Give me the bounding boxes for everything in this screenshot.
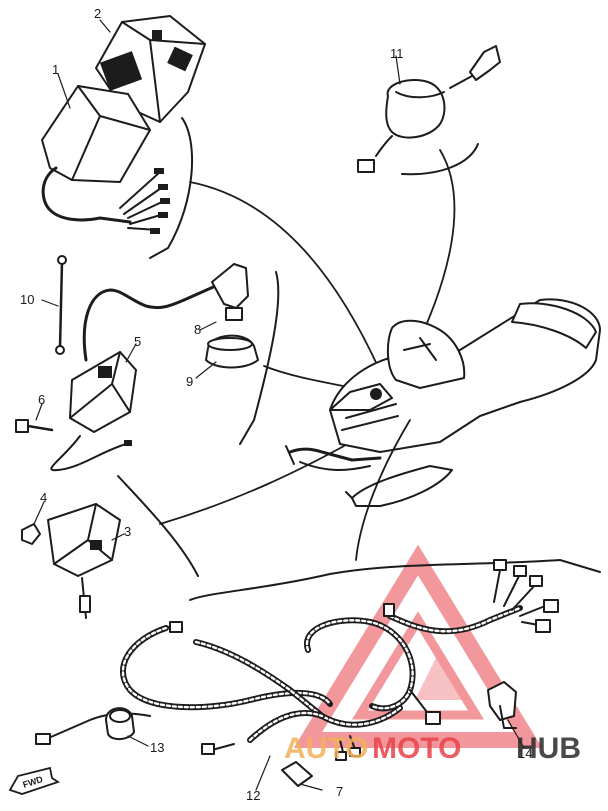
callout-12: 12 bbox=[246, 788, 260, 803]
clamp-part-13 bbox=[105, 707, 135, 740]
callout-5: 5 bbox=[134, 334, 141, 349]
main-switch-part-11 bbox=[357, 45, 501, 173]
callout-1: 1 bbox=[52, 62, 59, 77]
ground-strap-part-10 bbox=[55, 255, 67, 355]
callout-8: 8 bbox=[194, 322, 201, 337]
group-bracket-1-2 bbox=[149, 117, 194, 259]
leader-line bbox=[159, 445, 345, 525]
callout-10: 10 bbox=[20, 292, 34, 307]
watermark-logo bbox=[293, 544, 543, 748]
leader-line bbox=[355, 419, 411, 561]
callout-2: 2 bbox=[94, 6, 101, 21]
callout-4: 4 bbox=[40, 490, 47, 505]
forward-direction-arrow: FWD bbox=[8, 766, 61, 795]
callout-7: 7 bbox=[336, 784, 343, 799]
bolt-part-6 bbox=[15, 419, 54, 433]
leader-line bbox=[189, 181, 385, 381]
group-bracket-3-4 bbox=[117, 475, 199, 577]
cdi-unit-part-1 bbox=[41, 85, 170, 234]
group-bracket-5-9 bbox=[239, 271, 280, 445]
callout-9: 9 bbox=[186, 374, 193, 389]
callout-numbers: 2 1 11 10 5 6 8 9 4 3 13 12 7 14 bbox=[20, 6, 532, 803]
group-bracket-11 bbox=[401, 143, 479, 176]
wire-harness-part-12 bbox=[35, 559, 559, 761]
watermark-auto: AUTO bbox=[284, 732, 368, 765]
watermark-hub: HUB bbox=[516, 732, 581, 765]
watermark-moto: MOTO bbox=[372, 732, 461, 765]
ignition-coil-part-5 bbox=[50, 288, 186, 472]
callout-11: 11 bbox=[390, 46, 404, 61]
callout-13: 13 bbox=[150, 740, 164, 755]
callout-leaders bbox=[33, 19, 525, 791]
callout-3: 3 bbox=[124, 524, 131, 539]
nut-part-4 bbox=[21, 523, 41, 545]
watermark-text: AUTO MOTO HUB bbox=[284, 732, 581, 765]
callout-14: 14 bbox=[518, 746, 532, 761]
callout-6: 6 bbox=[38, 392, 45, 407]
band-part-7 bbox=[281, 761, 313, 787]
snowmobile-body bbox=[285, 298, 601, 507]
regulator-part-3 bbox=[47, 503, 121, 619]
boot-part-9 bbox=[205, 334, 259, 369]
plug-cap-part-8 bbox=[182, 263, 249, 321]
